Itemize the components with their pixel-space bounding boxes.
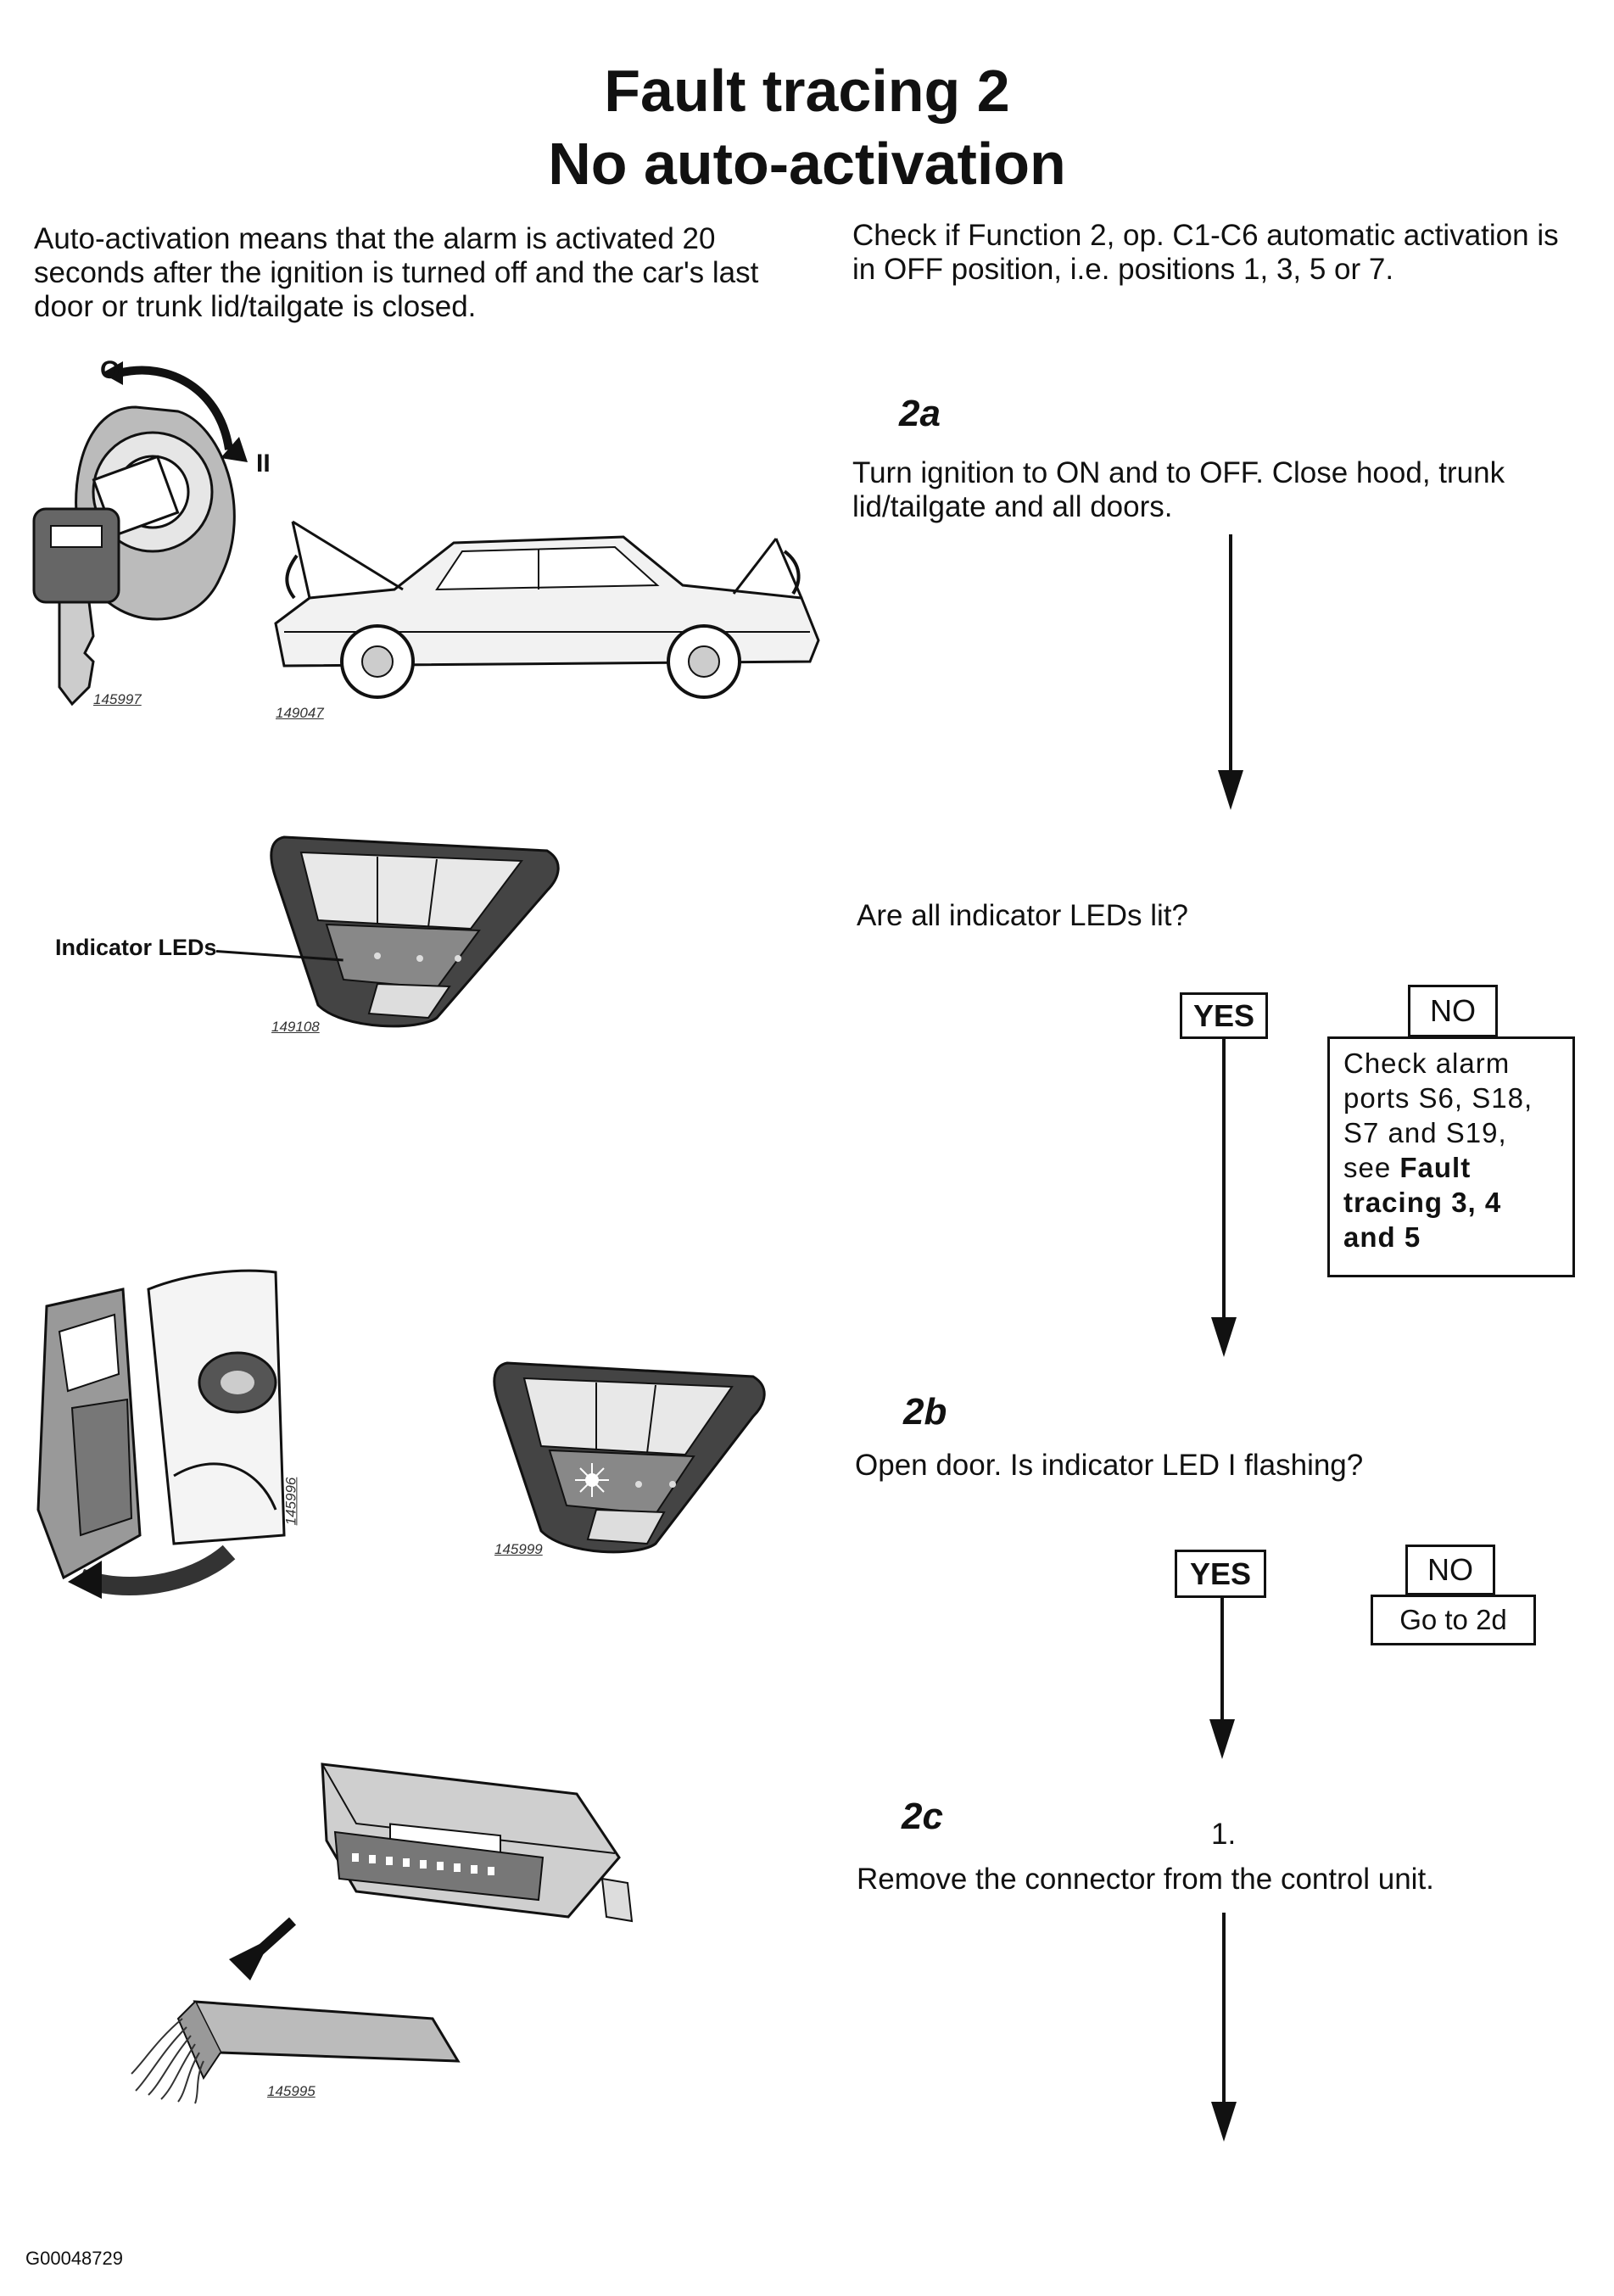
flow-arrow-down bbox=[1218, 534, 1243, 814]
figure-code: 145996 bbox=[282, 1477, 299, 1526]
flow-arrow-down bbox=[1209, 1598, 1235, 1763]
document-id: G00048729 bbox=[25, 2248, 123, 2269]
page-title: Fault tracing 2 bbox=[604, 58, 1010, 124]
step-2c-text: Remove the connector from the control un… bbox=[857, 1863, 1434, 1896]
indicator-panel-figure: 149108 bbox=[267, 827, 572, 1035]
go-to-2d-box: Go to 2d bbox=[1371, 1595, 1536, 1645]
no-box: NO bbox=[1408, 985, 1498, 1037]
figure-code: 145995 bbox=[267, 2083, 316, 2099]
figure-code: 145999 bbox=[494, 1541, 543, 1557]
flow-arrow-down bbox=[1211, 1039, 1237, 1361]
fault-tracing-reference: Fault tracing 3, 4 and 5 bbox=[1343, 1152, 1502, 1253]
indicator-leds-caption: Indicator LEDs bbox=[55, 935, 217, 960]
figure-code: 145997 bbox=[93, 691, 142, 707]
intro-right-text: Check if Function 2, op. C1-C6 automatic… bbox=[852, 219, 1559, 286]
intro-left-text: Auto-activation means that the alarm is … bbox=[34, 222, 759, 323]
figure-code: 149108 bbox=[271, 1019, 320, 1035]
question-all-leds-lit: Are all indicator LEDs lit? bbox=[857, 899, 1188, 932]
yes-box: YES bbox=[1175, 1550, 1266, 1598]
ignition-off-label: O bbox=[100, 356, 120, 384]
step-2b-text: Open door. Is indicator LED I flashing? bbox=[855, 1449, 1364, 1482]
step-2c-number: 1. bbox=[1211, 1818, 1237, 1851]
no-action-text: Check alarm ports S6, S18, S7 and S19, s… bbox=[1343, 1047, 1533, 1183]
ignition-key-figure: O II 145997 bbox=[25, 356, 305, 712]
open-door-figure: 145996 bbox=[21, 1255, 301, 1612]
yes-box: YES bbox=[1180, 992, 1268, 1039]
ignition-on-label: II bbox=[256, 450, 271, 478]
step-2a-text: Turn ignition to ON and to OFF. Close ho… bbox=[852, 456, 1505, 523]
page-subtitle: No auto-activation bbox=[548, 131, 1066, 197]
no-action-box: Check alarm ports S6, S18, S7 and S19, s… bbox=[1327, 1036, 1575, 1277]
step-2c-label: 2c bbox=[902, 1796, 943, 1837]
no-box: NO bbox=[1405, 1545, 1495, 1595]
step-2b-label: 2b bbox=[903, 1391, 947, 1433]
figure-code: 149047 bbox=[276, 705, 324, 721]
step-2a-label: 2a bbox=[899, 393, 941, 434]
car-figure: 149047 bbox=[259, 505, 827, 725]
flow-arrow-down bbox=[1211, 1913, 1237, 2146]
indicator-panel-flashing-figure: 145999 bbox=[490, 1353, 779, 1561]
control-unit-figure: 145995 bbox=[131, 1747, 653, 2104]
